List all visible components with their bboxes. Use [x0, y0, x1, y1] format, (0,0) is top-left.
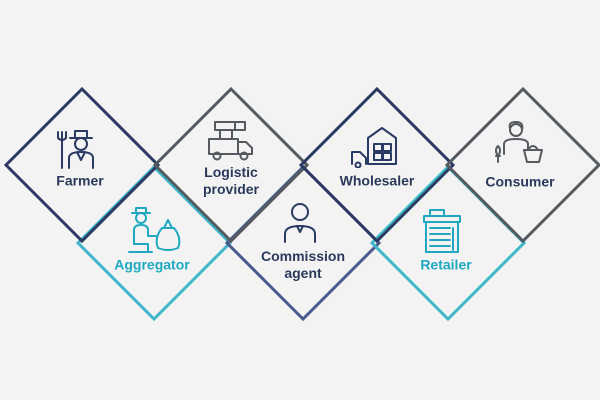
label-line: provider — [202, 181, 260, 197]
shopper-icon — [495, 121, 543, 163]
aggregator-icon — [128, 207, 181, 253]
label-line: Consumer — [485, 173, 555, 190]
node-label-farmer: Farmer — [56, 173, 103, 190]
node-label-wholesaler: Wholesaler — [340, 173, 415, 190]
node-label-logistic-provider: Logistic provider — [203, 164, 259, 198]
node-label-commission-agent: Commission agent — [261, 248, 345, 282]
shop-icon — [423, 209, 461, 253]
diamond-wholesaler — [298, 86, 456, 244]
warehouse-truck-icon — [351, 127, 397, 168]
label-line: Farmer — [56, 172, 104, 189]
label-line: Aggregator — [114, 256, 190, 273]
diamond-farmer — [3, 86, 161, 244]
diamond-logistic-provider — [152, 86, 310, 244]
label-line: Retailer — [420, 256, 472, 273]
node-label-retailer: Retailer — [420, 257, 471, 274]
label-line: Logistic — [204, 164, 258, 180]
node-label-consumer: Consumer — [485, 174, 554, 191]
node-label-aggregator: Aggregator — [114, 257, 189, 274]
label-line: agent — [284, 265, 322, 281]
label-line: Commission — [260, 248, 346, 264]
agent-icon — [284, 203, 316, 243]
farmer-icon — [57, 130, 94, 169]
diamond-consumer — [444, 86, 600, 244]
label-line: Wholesaler — [339, 172, 415, 189]
truck-icon — [208, 121, 253, 161]
